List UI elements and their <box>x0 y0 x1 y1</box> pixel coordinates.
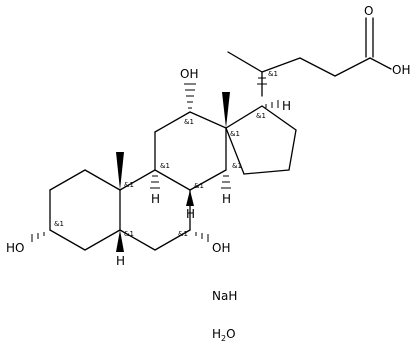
ring-b <box>119 169 191 251</box>
bond-c8-c14 <box>189 169 227 191</box>
bond-c5-c6 <box>119 229 156 251</box>
hash-c20 <box>257 77 267 85</box>
stereo-c20: &1 <box>268 70 278 78</box>
wedge-c5-h <box>116 230 124 252</box>
stereo-c5: &1 <box>124 230 134 238</box>
stereo-c17: &1 <box>256 112 266 120</box>
water-label: H2O <box>212 327 236 343</box>
oh-c12-label: OH <box>180 67 198 81</box>
bond-c6-c7 <box>154 229 191 251</box>
bond-c9-c8 <box>154 169 191 191</box>
oh-c3-label: HO <box>6 241 24 255</box>
h-c5-label: H <box>116 254 125 268</box>
stereo-c13: &1 <box>230 130 240 138</box>
h-c8-label: H <box>186 207 195 221</box>
stereo-c10: &1 <box>124 181 134 189</box>
bond-c20-methyl <box>227 51 263 73</box>
h-c14-label: H <box>222 192 231 206</box>
stereo-c8: &1 <box>194 182 204 190</box>
stereo-c12: &1 <box>184 118 194 126</box>
hash-c12-oh <box>184 83 196 109</box>
bond-c1-c2 <box>49 169 86 191</box>
ring-c <box>154 111 227 191</box>
water-o: O <box>226 327 235 341</box>
bond-c13-c17 <box>225 105 263 129</box>
h-c17-label: H <box>282 99 291 113</box>
bond-c4-c5 <box>84 229 121 251</box>
hash-c3-oh <box>31 232 45 242</box>
bond-c20-c22 <box>261 57 301 73</box>
ring-a <box>49 169 121 251</box>
water-subscript: 2 <box>221 334 226 343</box>
wedge-c8-h <box>186 190 194 206</box>
bond-c3-c4 <box>49 229 86 251</box>
h-c9-label: H <box>151 192 160 206</box>
wedge-c13-methyl <box>222 92 230 128</box>
acid-oxo-label: O <box>364 4 373 18</box>
bond-c16-c15 <box>288 129 297 171</box>
bond-c17-c16 <box>261 105 297 131</box>
side-chain <box>227 17 392 97</box>
hash-c17-h <box>265 100 279 108</box>
bond-c13-c12 <box>189 111 227 129</box>
bond-c23-c24 <box>334 57 371 77</box>
bond-c24-oh <box>369 57 392 70</box>
bond-c22-c23 <box>299 57 336 77</box>
bond-c9-c10 <box>119 169 156 191</box>
salt-label: NaH <box>212 289 237 303</box>
hash-c14-h <box>221 175 231 189</box>
hash-c9-h <box>150 175 160 189</box>
stereo-c7: &1 <box>178 230 188 238</box>
bond-c10-c1 <box>84 169 121 191</box>
bond-c12-c11 <box>154 111 191 133</box>
oh-c7-label: OH <box>212 241 230 255</box>
stereo-c9: &1 <box>160 162 170 170</box>
bond-c14-c13 <box>225 127 245 175</box>
ring-d <box>225 105 297 175</box>
acid-oh-label: OH <box>392 63 410 77</box>
wedge-c10-methyl <box>116 152 124 190</box>
stereo-c14: &1 <box>232 162 242 170</box>
water-h: H <box>212 327 221 341</box>
hash-c7-oh <box>195 232 209 242</box>
stereo-c3: &1 <box>54 220 64 228</box>
bond-c15-c14 <box>243 169 290 175</box>
